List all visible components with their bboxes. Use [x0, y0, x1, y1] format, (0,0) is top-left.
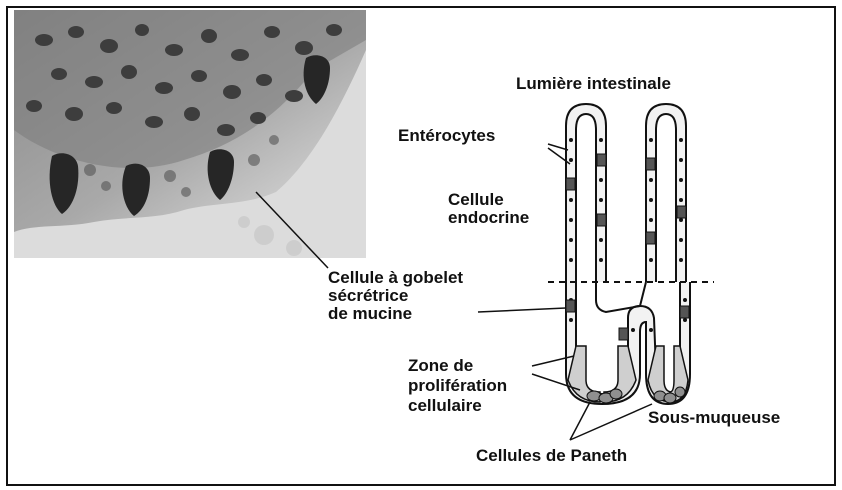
label-prolif-line2: prolifération	[408, 376, 507, 395]
label-paneth: Cellules de Paneth	[476, 446, 627, 465]
label-enterocytes: Entérocytes	[398, 126, 495, 145]
label-lumen: Lumière intestinale	[516, 74, 671, 93]
label-endocrine-line2: endocrine	[448, 208, 529, 227]
label-goblet-line2: sécrétrice	[328, 286, 408, 305]
leader-goblet-micrograph	[256, 192, 328, 268]
label-goblet-line1: Cellule à gobelet	[328, 268, 463, 287]
villus-right-inner	[656, 114, 676, 282]
leader-paneth-1	[570, 402, 590, 440]
label-endocrine-line1: Cellule	[448, 190, 504, 209]
leader-goblet-diagram	[478, 308, 566, 312]
label-submucosa: Sous-muqueuse	[648, 408, 780, 427]
label-prolif-line3: cellulaire	[408, 396, 482, 415]
villus-left-inner	[576, 114, 596, 282]
leader-paneth-2	[570, 404, 652, 440]
label-goblet-line3: de mucine	[328, 304, 412, 323]
label-prolif-line1: Zone de	[408, 356, 473, 375]
